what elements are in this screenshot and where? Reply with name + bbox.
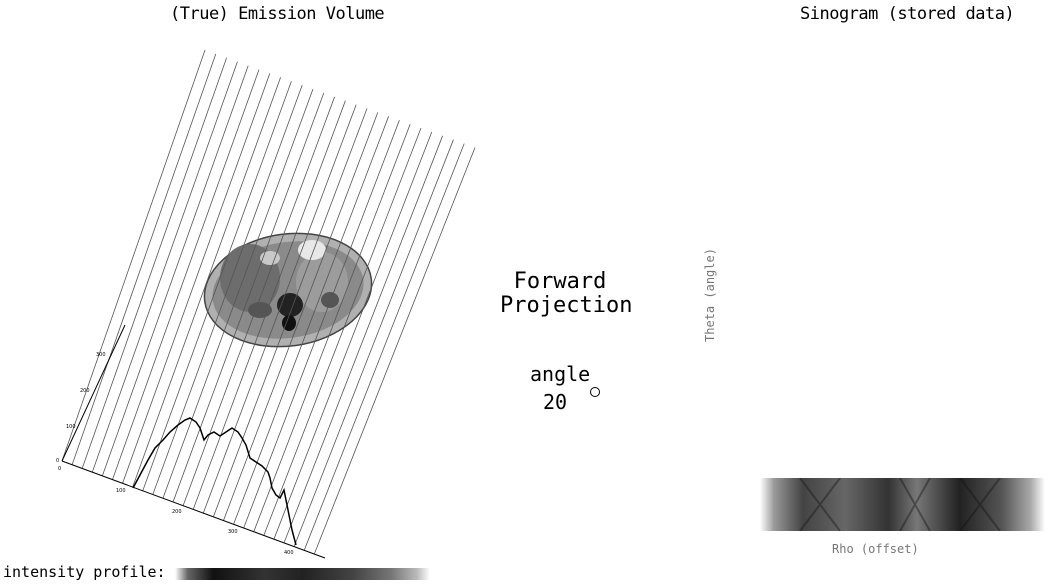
sinogram-image (760, 478, 1045, 531)
projection-ray-line (71, 53, 217, 465)
projection-ray-line (273, 131, 433, 539)
forward-projection-label-line2: Projection (500, 293, 633, 318)
y-tick-200: 200 (80, 388, 90, 394)
projection-ray-lines (61, 49, 476, 554)
ct-slice-image (203, 232, 373, 348)
projection-ray-line (81, 57, 227, 469)
projection-ray-line (263, 127, 422, 536)
y-tick-0: 0 (56, 458, 59, 464)
projection-ray-line (213, 108, 368, 517)
projection-ray-line (314, 147, 476, 554)
projection-ray-line (172, 92, 325, 502)
projection-ray-line (253, 123, 411, 532)
x-tick-400: 400 (284, 550, 294, 556)
theta-axis-label: Theta (angle) (703, 248, 717, 342)
projection-ray-line (233, 116, 389, 525)
x-tick-200: 200 (172, 509, 182, 515)
projection-ray-line (223, 112, 379, 521)
projection-ray-line (162, 88, 314, 499)
x-tick-0: 0 (58, 466, 61, 472)
projection-ray-line (142, 81, 292, 491)
angle-value: 20 (543, 390, 568, 414)
rho-axis-label: Rho (offset) (832, 542, 919, 556)
forward-projection-label-line1: Forward (513, 269, 607, 294)
profile-axes (61, 324, 326, 559)
intensity-profile-strip (175, 568, 430, 580)
emission-volume-title: (True) Emission Volume (170, 4, 385, 24)
projection-ray-line (203, 104, 357, 513)
projection-ray-line (304, 143, 465, 550)
projection-ray-line (102, 65, 249, 476)
x-tick-100: 100 (116, 488, 126, 494)
emission-volume-panel: 0 100 200 300 400 0 100 200 300 (56, 49, 476, 559)
projection-ray-line (122, 73, 271, 484)
profile-x-tick-labels: 0 100 200 300 400 (58, 466, 294, 556)
projection-ray-line (283, 135, 443, 543)
sinogram-title: Sinogram (stored data) (800, 4, 1015, 24)
y-tick-100: 100 (66, 424, 76, 430)
intensity-profile-label: intensity profile: (3, 563, 166, 581)
degree-symbol-icon (590, 387, 600, 397)
angle-label: angle (530, 362, 591, 386)
projection-ray-line (61, 49, 206, 462)
projection-ray-line (132, 77, 281, 488)
projection-ray-line (243, 120, 400, 528)
x-tick-300: 300 (228, 529, 238, 535)
projection-ray-line (182, 96, 335, 506)
projection-ray-line (192, 100, 346, 510)
profile-y-tick-labels: 0 100 200 300 (56, 352, 106, 464)
projection-ray-line (293, 139, 454, 547)
projection-ray-line (112, 69, 260, 480)
projection-ray-line (91, 61, 238, 473)
intensity-profile-curve (132, 417, 297, 546)
y-tick-300: 300 (96, 352, 106, 358)
